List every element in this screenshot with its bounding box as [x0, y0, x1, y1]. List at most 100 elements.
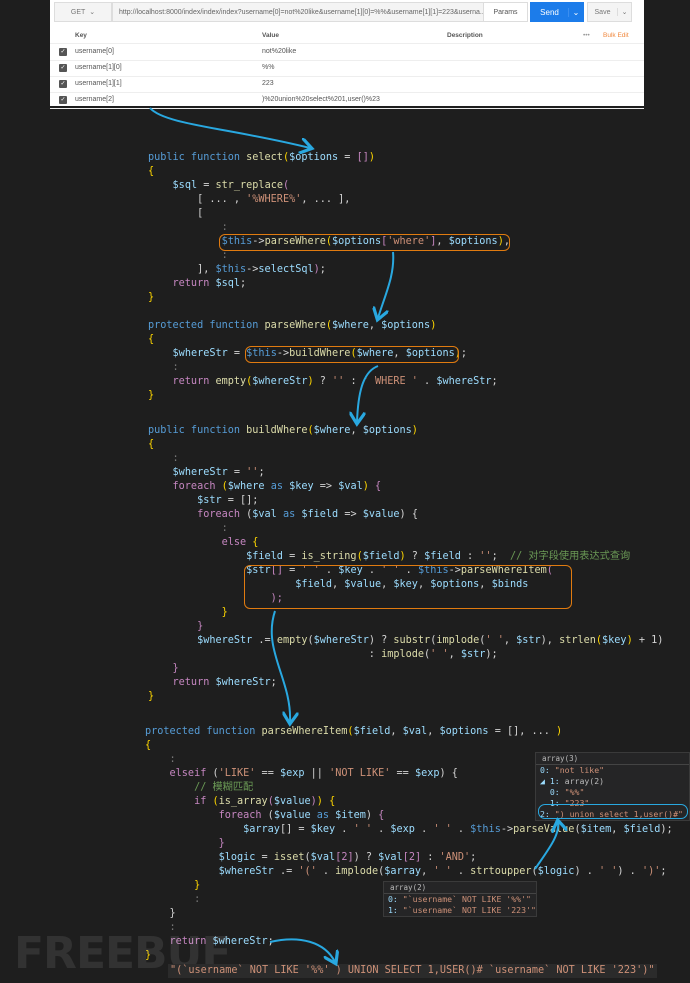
code-token: [] = — [279, 824, 311, 835]
code-token: ( — [574, 824, 581, 835]
code-token: ( — [221, 481, 228, 492]
tooltip-header: array(3) — [536, 753, 689, 765]
save-button[interactable]: Save⌄ — [587, 2, 632, 22]
code-token: ), — [540, 635, 560, 646]
code-token: $str — [460, 649, 486, 660]
checkbox[interactable]: ✓ — [59, 48, 67, 56]
code-token: ; — [660, 866, 667, 877]
param-value[interactable]: )%20union%20select%201,user()%23 — [262, 96, 380, 103]
code-token: ( — [246, 509, 253, 520]
code-token: $options — [430, 579, 480, 590]
method-dropdown[interactable]: GET ⌄ — [54, 2, 112, 22]
param-key[interactable]: username[1][1] — [75, 80, 122, 87]
code-token: , — [417, 579, 431, 590]
code-line: } — [148, 690, 663, 704]
code-token: $where — [227, 481, 265, 492]
code-line: protected function parseWhereItem($field… — [145, 725, 673, 739]
code-line: else { — [148, 536, 663, 550]
bulk-edit-link[interactable]: Bulk Edit — [603, 32, 629, 39]
code-line: return $whereStr; — [148, 676, 663, 690]
code-token: if — [145, 796, 213, 807]
code-line: $whereStr = ''; — [148, 466, 663, 480]
code-token: $options — [405, 348, 455, 359]
code-line: $str = []; — [148, 494, 663, 508]
checkbox[interactable]: ✓ — [59, 96, 67, 104]
checkbox[interactable]: ✓ — [59, 80, 67, 88]
code-token: as — [310, 810, 336, 821]
code-token: as — [264, 481, 290, 492]
code-line: $logic = isset($val[2]) ? $val[2] : 'AND… — [145, 851, 673, 865]
code-token: $value — [273, 810, 311, 821]
code-token: buildWhere — [246, 425, 308, 436]
code-token: . — [371, 824, 391, 835]
code-token: ) — [313, 264, 320, 275]
param-value[interactable]: %% — [262, 64, 275, 71]
code-token: , — [350, 425, 363, 436]
code-token: : — [148, 250, 228, 261]
code-token: $exp — [390, 824, 415, 835]
code-token: [ — [148, 208, 204, 219]
code-token: = — [338, 152, 357, 163]
code-token: ) — [399, 551, 406, 562]
tooltip-item: 0: "%%" — [540, 787, 585, 797]
code-token: ( — [267, 796, 274, 807]
code-token: $val — [378, 852, 403, 863]
code-token: // 模糊匹配 — [145, 782, 254, 793]
highlight-buildwhere-call — [245, 346, 459, 363]
code-token: parseWhere — [264, 236, 326, 247]
code-token: ) — [411, 425, 418, 436]
param-value[interactable]: not%20like — [262, 48, 297, 55]
code-line: : — [148, 522, 663, 536]
code-token: ; — [270, 677, 277, 688]
code-line: if (is_array($value)) { — [145, 795, 673, 809]
code-token: ( — [307, 635, 314, 646]
code-token: $this — [221, 236, 253, 247]
param-key[interactable]: username[2] — [75, 96, 114, 103]
code-token: : — [460, 551, 480, 562]
code-token: parseWhereItem — [460, 565, 547, 576]
code-token: ( — [595, 635, 603, 646]
param-key[interactable]: username[1][0] — [75, 64, 122, 71]
tooltip-item: 1: "223" — [540, 798, 590, 808]
code-token: ' ' — [485, 635, 504, 646]
code-token: else — [148, 537, 253, 548]
chevron-down-icon[interactable]: ⌄ — [617, 8, 631, 16]
code-token: .= — [252, 635, 277, 646]
code-token: [ — [381, 236, 388, 247]
code-token: . — [319, 565, 339, 576]
code-token: ] — [430, 236, 437, 247]
code-token: foreach — [145, 810, 268, 821]
parsewhereitem-function-code: protected function parseWhereItem($field… — [145, 725, 673, 963]
code-token: $this — [246, 348, 277, 359]
more-icon[interactable]: ••• — [583, 32, 590, 39]
code-token: ( — [307, 425, 314, 436]
code-token: ) — [307, 376, 314, 387]
code-token: { — [375, 481, 382, 492]
code-token: ' ' — [353, 824, 372, 835]
code-token: ' ' — [301, 565, 320, 576]
param-key[interactable]: username[0] — [75, 48, 114, 55]
param-value[interactable]: 223 — [262, 80, 274, 87]
code-token: $where — [356, 348, 394, 359]
code-token: } — [145, 880, 201, 891]
code-token: elseif — [145, 768, 213, 779]
code-token: str_replace — [215, 180, 283, 191]
code-token: $logic — [218, 852, 256, 863]
code-token: -> — [276, 348, 290, 359]
code-token: ], — [148, 264, 216, 275]
tooltip-item: 1: "`username` NOT LIKE '223'" — [388, 905, 536, 915]
code-line: $str[] = ' ' . $key . ' ' . $this->parse… — [148, 564, 663, 578]
code-token: ( — [282, 152, 290, 163]
chevron-down-icon[interactable]: ⌄ — [568, 7, 583, 17]
code-token: return — [145, 936, 213, 947]
send-button[interactable]: Send⌄ — [530, 2, 584, 22]
description-header: Description — [447, 32, 483, 39]
arrow-parsewhere-to-buildwhere — [357, 365, 379, 422]
code-token: $where — [332, 320, 369, 331]
code-token: ; — [470, 852, 477, 863]
code-token: $field — [353, 726, 391, 737]
code-token: => — [313, 481, 339, 492]
code-token: foreach — [148, 509, 247, 520]
checkbox[interactable]: ✓ — [59, 64, 67, 72]
params-button[interactable]: Params — [483, 2, 528, 22]
